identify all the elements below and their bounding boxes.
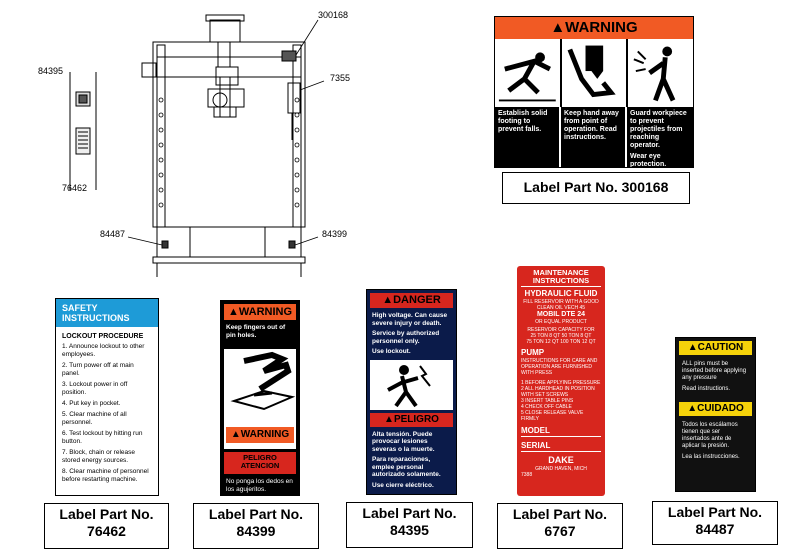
warning-panel-3a: Guard workpiece to prevent projectiles f…	[630, 110, 687, 149]
spanish-warning-text: No ponga los dedos en los agujeritos.	[226, 478, 293, 493]
part-box-6767: Label Part No. 6767	[497, 503, 623, 549]
warning-triangle-icon: ▲	[227, 306, 239, 318]
label-76462: SAFETY INSTRUCTIONS LOCKOUT PROCEDURE 1.…	[55, 298, 159, 496]
maint-step: 5 CLOSE RELEASE VALVE FIRMLY	[521, 410, 584, 422]
callout-84395: 84395	[38, 66, 64, 76]
lockout-step: 7. Block, chain or release stored energy…	[62, 449, 135, 464]
part-box-76462: Label Part No. 76462	[44, 503, 169, 549]
maint-step: 1 BEFORE APPLYING PRESSURE	[521, 380, 601, 386]
capacity-row: 25 TON 8 QT 50 TON 8 QT	[530, 333, 592, 339]
part-label-text: Label Part No.	[59, 506, 154, 522]
finger-pinch-icon	[230, 351, 296, 411]
warning-triangle-icon: ▲	[382, 294, 394, 306]
model-field: MODEL	[521, 426, 601, 437]
cuidado-text-1: Todos los escálamos tienen que ser inser…	[682, 422, 738, 449]
part-number-76462: 76462	[87, 523, 126, 539]
warning-header: ▲WARNING	[495, 17, 693, 39]
lockout-step: 1. Announce lockout to other employees.	[62, 343, 145, 358]
warning-triangle-icon: ▲	[550, 19, 566, 36]
maint-step: 2 ALL HARDHEAD IN POSITION WITH SET SCRE…	[521, 386, 595, 398]
brand-dake: DAKE	[548, 455, 574, 465]
lockout-step: 8. Clear machine of personnel before res…	[62, 468, 149, 483]
part-label-text: Label Part No.	[667, 504, 763, 520]
label-code: 7388	[521, 472, 533, 478]
peligro-text-1: Alta tensión. Puede provocar lesiones se…	[372, 430, 435, 453]
pump-text: INSTRUCTIONS FOR CARE AND OPERATION ARE …	[521, 358, 598, 376]
part-label-300168: Label Part No. 300168	[523, 179, 669, 195]
part-label-text: Label Part No.	[362, 505, 457, 521]
lockout-step: 3. Lockout power in off position.	[62, 381, 128, 396]
warning-84399-text: Keep fingers out of pin holes.	[226, 324, 286, 339]
mobil-sub: OR EQUAL PRODUCT	[535, 319, 587, 325]
peligro-text-2: Para reparaciones, emplee personal autor…	[372, 456, 441, 478]
part-number-84395: 84395	[390, 522, 429, 538]
maintenance-header: MAINTENANCE INSTRUCTIONS	[521, 269, 601, 287]
capacity-text: RESERVOIR CAPACITY FOR	[527, 327, 595, 333]
maint-step: 3 INSERT TABLE PINS	[521, 398, 574, 404]
label-84399: ▲WARNING Keep fingers out of pin holes. …	[220, 300, 300, 496]
serial-field: SERIAL	[521, 441, 601, 452]
mobil-text: MOBIL DTE 24	[536, 311, 586, 318]
label-300168: ▲WARNING Establish solid footing to prev…	[494, 16, 694, 168]
part-box-84395: Label Part No. 84395	[346, 502, 473, 548]
cuidado-text-2: Lea las instrucciones.	[682, 454, 740, 460]
part-box-84399: Label Part No. 84399	[193, 503, 319, 549]
pump-title: PUMP	[521, 348, 545, 357]
part-number-84487: 84487	[695, 521, 735, 537]
danger-text-1: High voltage. Can cause severe injury or…	[372, 312, 448, 327]
safety-header: SAFETY INSTRUCTIONS	[56, 299, 158, 327]
warning-triangle-icon: ▲	[384, 413, 394, 425]
peligro-header: PELIGRO ATENCION	[224, 452, 296, 474]
caution-text-2: Read instructions.	[682, 386, 731, 392]
label-84395: ▲DANGER High voltage. Can cause severe i…	[366, 289, 457, 495]
lockout-step: 2. Turn power off at main panel.	[62, 362, 134, 377]
callout-300168: 300168	[318, 10, 349, 20]
callout-84487: 84487	[100, 229, 126, 239]
caution-text-1: ALL pins must be inserted before applyin…	[682, 361, 747, 381]
fall-hazard-icon	[498, 39, 562, 107]
part-number-6767: 6767	[544, 523, 576, 539]
callout-84399: 84399	[322, 229, 348, 239]
warning-panel-2: Keep hand away from point of operation. …	[561, 107, 627, 167]
hydraulic-fluid-title: HYDRAULIC FLUID	[524, 289, 598, 298]
projectile-hazard-icon	[633, 46, 676, 102]
warning-triangle-icon: ▲	[230, 429, 241, 440]
danger-text-3: Use lockout.	[372, 348, 411, 355]
press-drawing	[127, 14, 325, 277]
label-84487: ▲CAUTION ALL pins must be inserted befor…	[675, 337, 756, 492]
lockout-step: 4. Put key in pocket.	[62, 400, 121, 407]
part-label-text: Label Part No.	[208, 506, 304, 522]
callout-76462: 76462	[62, 183, 88, 193]
part-number-84399: 84399	[236, 523, 276, 539]
warning-panel-3b: Wear eye protection.	[630, 153, 667, 168]
part-label-text: Label Part No.	[512, 506, 608, 522]
fluid-text: FILL RESERVOIR WITH A GOOD CLEAN OIL VEC…	[523, 299, 599, 311]
part-box-84487: Label Part No. 84487	[652, 501, 778, 545]
brand-city: GRAND HAVEN, MICH	[535, 466, 587, 472]
maint-step: 4 CHECK OFF CABLE	[521, 404, 572, 410]
lockout-title: LOCKOUT PROCEDURE	[62, 333, 144, 340]
lockout-step: 5. Clear machine of all personnel.	[62, 411, 127, 426]
warning-triangle-icon: ▲	[687, 403, 698, 414]
label-6767: MAINTENANCE INSTRUCTIONS HYDRAULIC FLUID…	[517, 266, 605, 496]
part-box-300168: Label Part No. 300168	[502, 172, 690, 204]
callout-7355: 7355	[330, 73, 351, 83]
warning-triangle-icon: ▲	[687, 342, 698, 353]
danger-text-2: Service by authorized personnel only.	[372, 330, 440, 345]
electric-shock-icon	[387, 364, 431, 407]
capacity-row: 75 TON 12 QT 100 TON 12 QT	[526, 339, 596, 345]
warning-panel-1: Establish solid footing to prevent falls…	[495, 107, 561, 167]
lockout-step: 6. Test lockout by hitting run button.	[62, 430, 143, 445]
peligro-text-3: Use cierre eléctrico.	[372, 481, 434, 489]
crush-hand-icon	[567, 39, 629, 107]
press-side-view	[69, 72, 97, 190]
